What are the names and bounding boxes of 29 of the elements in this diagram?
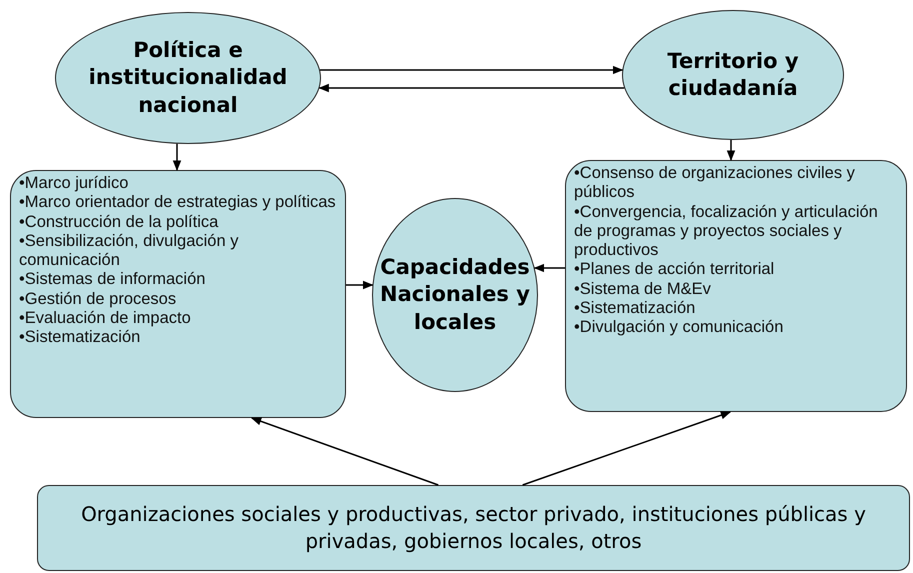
arrow xyxy=(318,84,624,92)
arrow xyxy=(172,144,182,172)
bullet-item: •Divulgación y comunicación xyxy=(574,318,784,338)
node-label: Territorio y ciudadanía xyxy=(666,48,800,102)
bullet-item: •Sistematización xyxy=(574,299,696,318)
rounded-box xyxy=(10,170,346,418)
rounded-box xyxy=(37,485,910,571)
bullet-item: •Sistematización xyxy=(19,328,142,348)
bullet-item: •Marco orientador de estrategias y políticas xyxy=(19,193,337,213)
arrow xyxy=(534,264,565,272)
arrow xyxy=(522,411,732,486)
node-label: Organizaciones sociales y productivas, sector privado, instituciones públicas y privadas, gobiernos locales, otros xyxy=(80,501,867,555)
arrow xyxy=(346,280,374,290)
bullet-item: •Convergencia, focalización y articulación de programas y proyectos sociales y productivos xyxy=(574,202,879,260)
bullet-item: •Construcción de la política xyxy=(19,212,220,232)
arrow xyxy=(726,140,736,162)
bullet-item: •Sistema de M&Ev xyxy=(574,280,712,300)
node-label: Política e institucionalidad nacional xyxy=(88,37,288,119)
bullet-item: •Sensibilización, divulgación y comunicación xyxy=(19,232,240,270)
node-label: Capacidades Nacionales y locales xyxy=(379,254,531,336)
bullet-item: •Consenso de organizaciones civiles y públicos xyxy=(574,164,856,203)
arrow xyxy=(250,417,439,486)
rounded-box xyxy=(565,160,907,412)
bullet-item: •Evaluación de impacto xyxy=(19,309,192,328)
bullet-item: •Sistemas de información xyxy=(19,270,206,290)
arrow xyxy=(320,66,624,74)
bullet-item: •Marco jurídico xyxy=(19,174,130,194)
bullet-item: •Planes de acción territorial xyxy=(574,260,776,280)
bullet-item: •Gestión de procesos xyxy=(19,290,178,310)
